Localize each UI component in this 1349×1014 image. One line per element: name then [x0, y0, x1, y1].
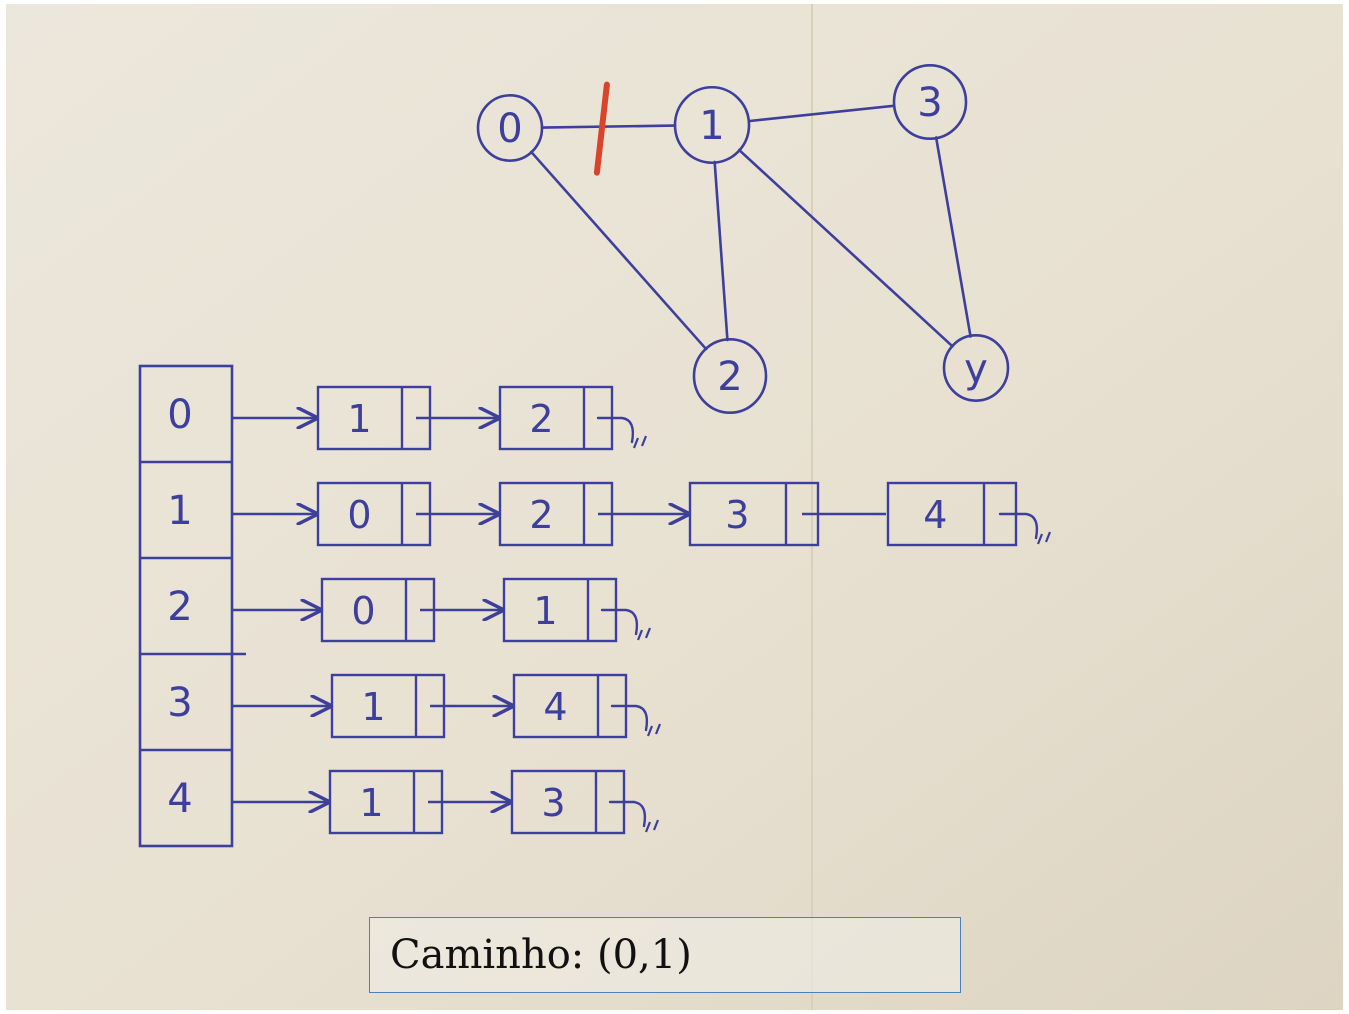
null-pointer-mark — [600, 608, 639, 636]
caption-text: Caminho: (0,1) — [390, 932, 692, 978]
list-node: 1 — [330, 673, 446, 739]
graph-node-0: 0 — [476, 94, 544, 162]
graph-cut-mark-layer — [593, 81, 610, 176]
adjacency-row-1: 0 2 3 4 — [232, 481, 1052, 547]
graph-node-label: 2 — [717, 354, 742, 400]
graph-edges — [529, 104, 972, 351]
graph-node-label: 3 — [917, 80, 942, 126]
list-node-value: 1 — [359, 781, 383, 825]
graph-node-3: 3 — [892, 63, 968, 141]
null-tick — [632, 437, 640, 449]
list-node-value: 1 — [533, 589, 557, 633]
graph-node-circle — [692, 337, 768, 415]
paper-background — [6, 4, 1343, 1010]
index-cell-1: 1 — [167, 488, 192, 534]
caption-box: Caminho: (0,1) — [369, 917, 961, 993]
list-node-value: 3 — [541, 781, 565, 825]
graph-node-1: 1 — [673, 85, 751, 165]
list-node-value: 0 — [351, 589, 375, 633]
graph-node-label: y — [964, 346, 988, 392]
list-node-value: 4 — [923, 493, 947, 537]
index-cell-0: 0 — [167, 392, 192, 438]
graph-node-circle — [476, 94, 544, 162]
cut-edge-mark — [593, 81, 610, 176]
null-tick — [1044, 531, 1052, 543]
graph-edge-0-1 — [540, 124, 677, 129]
index-array-border — [138, 364, 234, 848]
graph-edge-3-4 — [934, 136, 972, 338]
list-node: 1 — [316, 385, 432, 451]
graph-node-circle — [942, 334, 1010, 402]
null-tick — [640, 435, 648, 447]
null-tick — [636, 629, 644, 641]
null-tick — [644, 627, 652, 639]
graph-node-circle — [892, 63, 968, 141]
graph-node-label: 0 — [497, 106, 522, 152]
graph-edge-1-4 — [737, 148, 954, 348]
graph-node-label: 1 — [699, 103, 724, 149]
adjacency-index-array: 0 1 2 3 4 — [138, 364, 246, 848]
graph-node-4: y — [942, 334, 1010, 402]
list-node-value: 0 — [347, 493, 371, 537]
null-tick — [654, 723, 662, 735]
null-pointer-mark — [998, 512, 1039, 540]
list-node-value: 3 — [725, 493, 749, 537]
graph-node-2: 2 — [692, 337, 768, 415]
null-tick — [652, 819, 660, 831]
list-node: 0 — [320, 577, 436, 643]
list-node-value: 1 — [361, 685, 385, 729]
null-tick — [646, 725, 654, 737]
list-node: 3 — [688, 481, 820, 547]
graph-edge-1-2 — [713, 160, 729, 342]
list-node-value: 2 — [529, 397, 553, 441]
graph-node-circle — [673, 85, 751, 165]
index-cell-3: 3 — [167, 680, 192, 726]
list-node-value: 2 — [529, 493, 553, 537]
list-node-value: 1 — [347, 397, 371, 441]
index-cell-2: 2 — [167, 584, 192, 630]
list-node-value: 4 — [543, 685, 567, 729]
graph-edge-1-3 — [747, 104, 896, 123]
index-cell-4: 4 — [167, 776, 192, 822]
null-pointer-mark — [608, 800, 647, 828]
null-tick — [644, 821, 652, 833]
graph-nodes: 0 1 3 2 y — [476, 63, 1010, 415]
null-pointer-mark — [596, 416, 635, 444]
null-pointer-mark — [610, 704, 649, 732]
null-tick — [1036, 533, 1044, 545]
graph-edge-0-2 — [529, 150, 708, 351]
list-node: 0 — [316, 481, 432, 547]
